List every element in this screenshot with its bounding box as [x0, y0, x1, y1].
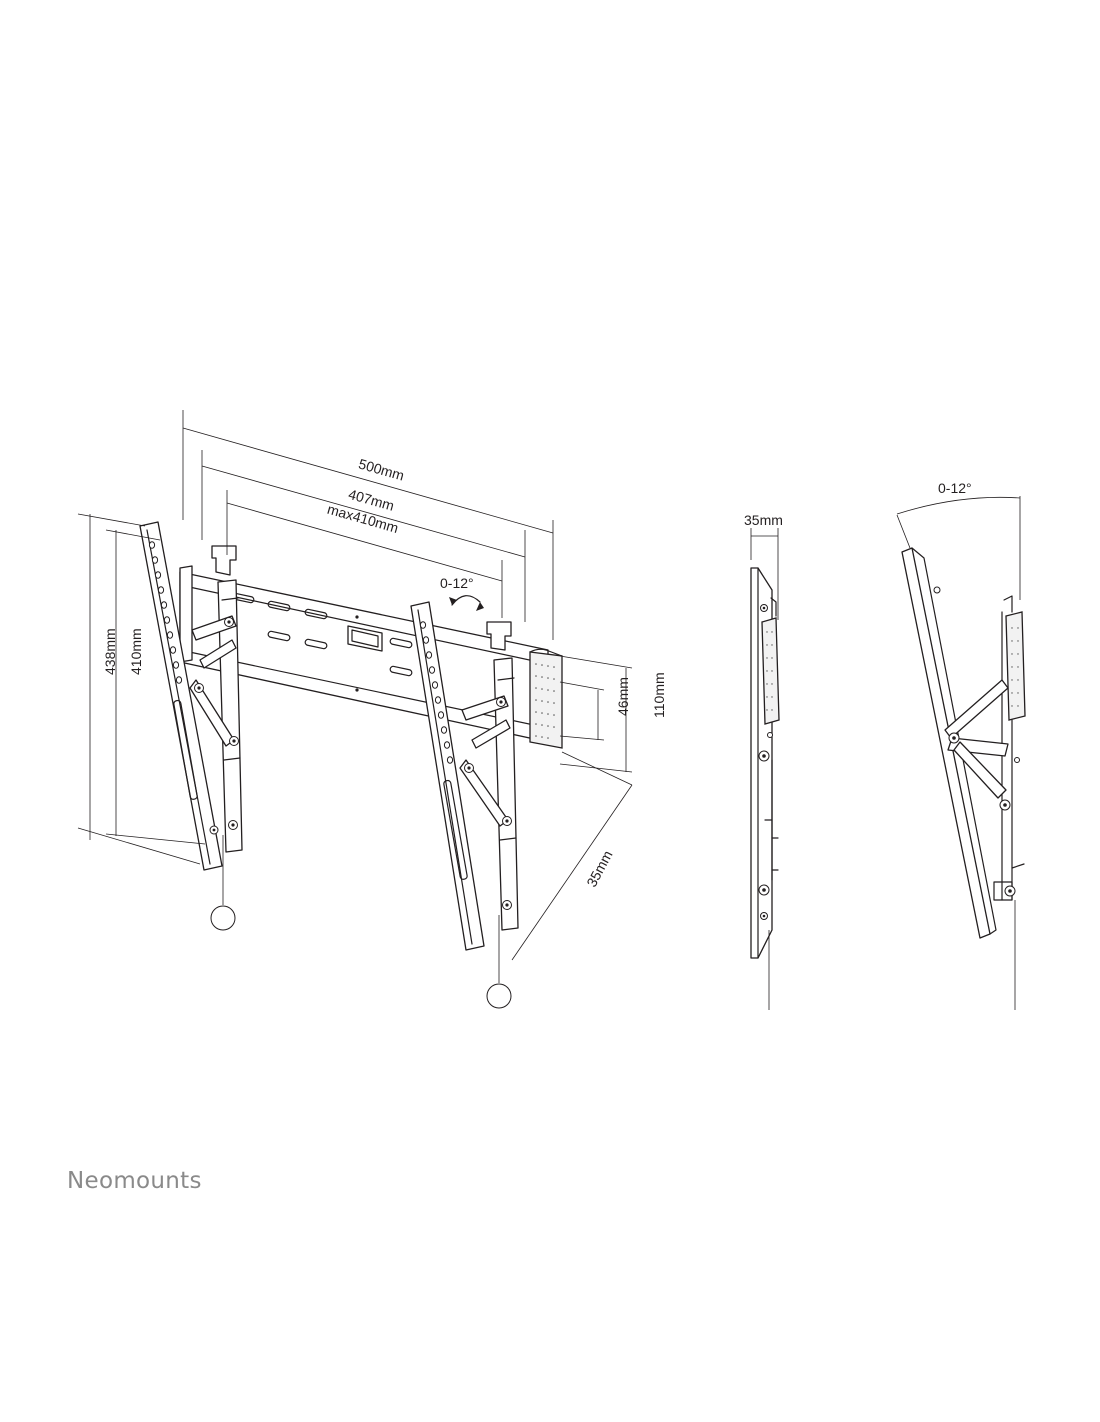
side-view-tilted: 0-12° — [896, 480, 1026, 1010]
label-35mm-side: 35mm — [744, 512, 783, 528]
label-35mm-diag: 35mm — [583, 848, 615, 890]
brand-logo: Neomounts — [67, 1168, 202, 1194]
label-tilt-front: 0-12° — [440, 575, 474, 591]
front-view: 500mm 407mm max410mm 0-12° 438mm 410mm 4… — [77, 410, 667, 1009]
label-410mm: 410mm — [128, 628, 144, 675]
right-end-pad — [529, 648, 563, 749]
right-screen-arm — [410, 601, 519, 1009]
rail-dimension-lines — [511, 655, 633, 961]
label-46mm: 46mm — [615, 677, 631, 716]
side-view-flat: 35mm — [744, 512, 783, 1010]
width-dimension-lines — [182, 410, 554, 640]
height-dimension-lines — [77, 513, 206, 865]
left-screen-arm — [139, 521, 243, 931]
label-tilt-side: 0-12° — [938, 480, 972, 496]
label-438mm: 438mm — [102, 628, 118, 675]
label-110mm: 110mm — [651, 672, 667, 718]
